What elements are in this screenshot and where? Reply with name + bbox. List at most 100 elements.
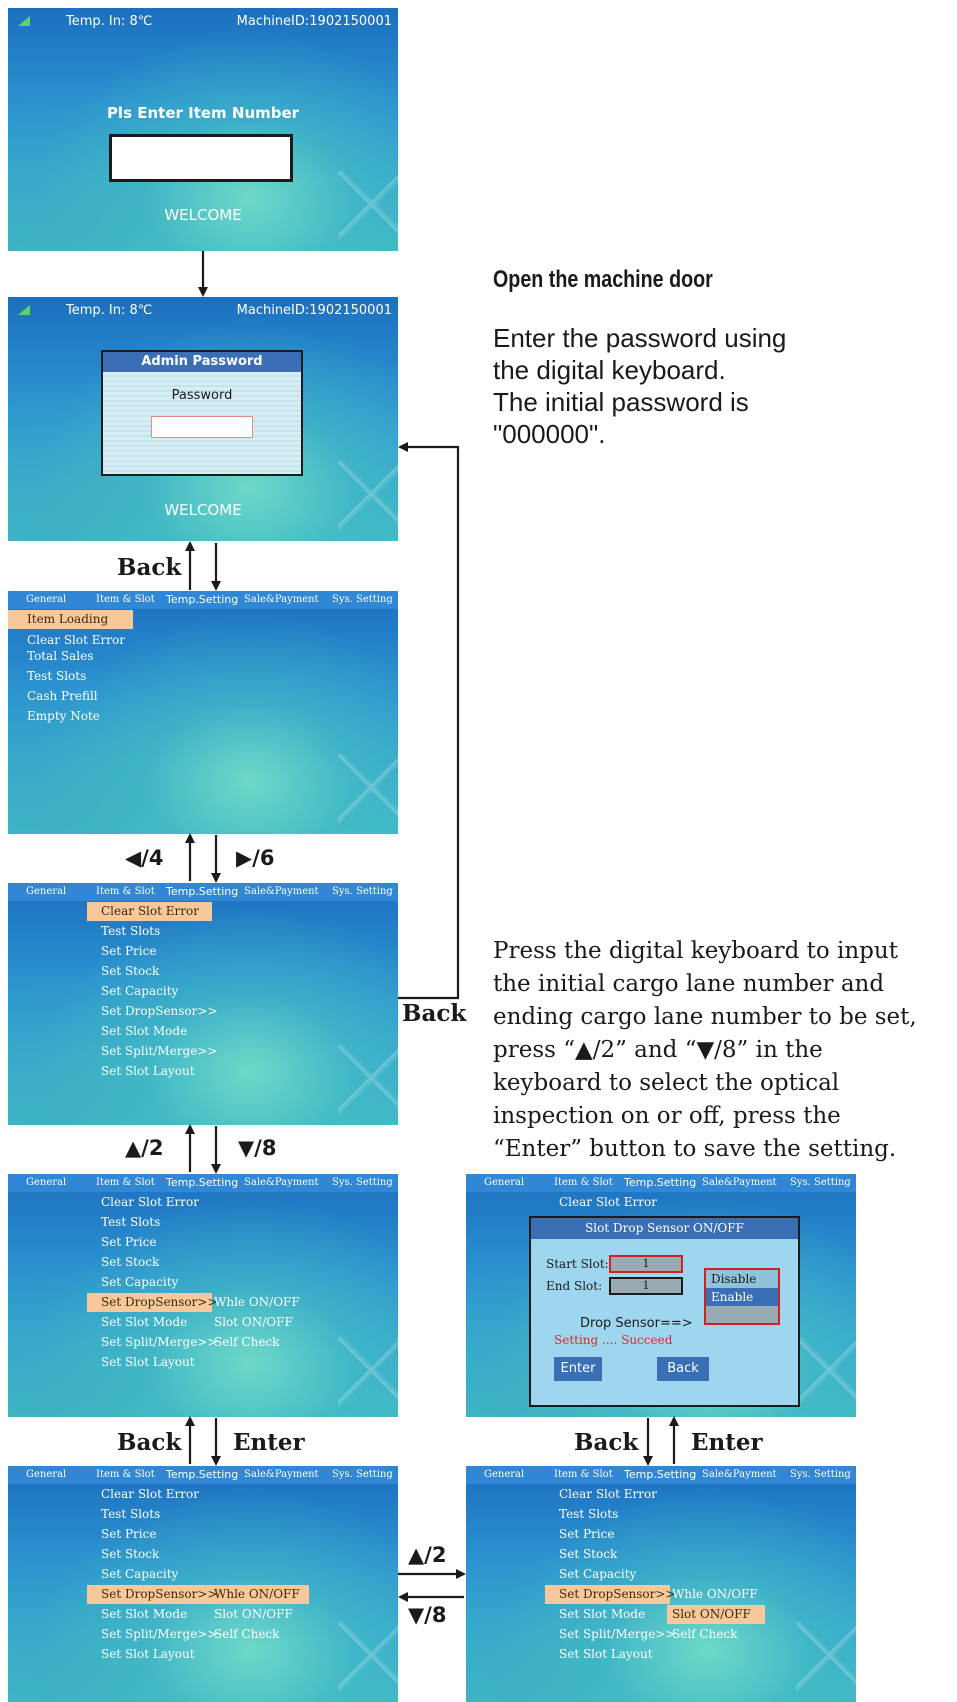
password-field[interactable]: [151, 416, 253, 438]
menu-item-set-slot-layout[interactable]: Set Slot Layout: [101, 1355, 195, 1369]
tab-general[interactable]: General: [26, 1469, 67, 1480]
tab-item-slot[interactable]: Item & Slot: [96, 886, 155, 897]
menu-item-set-capacity[interactable]: Set Capacity: [101, 984, 179, 998]
submenu-slot-onoff[interactable]: Slot ON/OFF: [214, 1607, 293, 1621]
menu-item-cash-prefill[interactable]: Cash Prefill: [27, 689, 98, 703]
tab-item-slot[interactable]: Item & Slot: [96, 1177, 155, 1188]
tab-sale-payment[interactable]: Sale&Payment: [702, 1177, 777, 1188]
menu-item-set-price[interactable]: Set Price: [101, 944, 157, 958]
menu-item-set-capacity[interactable]: Set Capacity: [101, 1275, 179, 1289]
menu-item-highlight: [8, 610, 133, 629]
end-slot-field[interactable]: 1: [609, 1277, 683, 1295]
tab-temp-setting[interactable]: Temp.Setting: [166, 1176, 239, 1189]
tab-general[interactable]: General: [26, 594, 67, 605]
tab-temp-setting[interactable]: Temp.Setting: [166, 593, 239, 606]
tab-item-slot[interactable]: Item & Slot: [96, 1469, 155, 1480]
sensor-option-list[interactable]: Disable Enable: [704, 1268, 780, 1325]
menu-item-clear-slot-error[interactable]: Clear Slot Error: [101, 904, 199, 918]
tab-temp-setting[interactable]: Temp.Setting: [624, 1468, 697, 1481]
menu-highlight: [545, 1585, 670, 1604]
submenu-whle-onoff[interactable]: Whle ON/OFF: [214, 1295, 300, 1309]
menu-item-set-slot-mode[interactable]: Set Slot Mode: [101, 1607, 188, 1621]
menu-item-clear-slot-error[interactable]: Clear Slot Error: [27, 633, 125, 647]
tab-sys-setting[interactable]: Sys. Setting: [790, 1177, 851, 1188]
menu-item-item-loading[interactable]: Item Loading: [27, 612, 109, 626]
submenu-whle-onoff[interactable]: Whle ON/OFF: [672, 1587, 758, 1601]
menu-item-set-capacity[interactable]: Set Capacity: [101, 1567, 179, 1581]
menu-item-set-slot-layout[interactable]: Set Slot Layout: [101, 1647, 195, 1661]
menu-item-set-split-merge[interactable]: Set Split/Merge>>: [559, 1627, 676, 1641]
tab-sale-payment[interactable]: Sale&Payment: [244, 594, 319, 605]
tab-sale-payment[interactable]: Sale&Payment: [244, 1469, 319, 1480]
tab-sale-payment[interactable]: Sale&Payment: [244, 886, 319, 897]
menu-item-total-sales[interactable]: Total Sales: [27, 649, 94, 663]
tab-temp-setting[interactable]: Temp.Setting: [166, 1468, 239, 1481]
menu-item-clear-slot-error[interactable]: Clear Slot Error: [559, 1195, 657, 1209]
menu-item-set-stock[interactable]: Set Stock: [559, 1547, 618, 1561]
menu-item-set-slot-layout[interactable]: Set Slot Layout: [559, 1647, 653, 1661]
tab-sys-setting[interactable]: Sys. Setting: [332, 1469, 393, 1480]
menu-item-clear-slot-error[interactable]: Clear Slot Error: [559, 1487, 657, 1501]
submenu-self-check[interactable]: Self Check: [672, 1627, 738, 1641]
tab-temp-setting[interactable]: Temp.Setting: [624, 1176, 697, 1189]
menu-item-clear-slot-error[interactable]: Clear Slot Error: [101, 1195, 199, 1209]
menu-item-empty-note[interactable]: Empty Note: [27, 709, 100, 723]
submenu-whle-onoff[interactable]: Whle ON/OFF: [214, 1587, 300, 1601]
menu-item-set-split-merge[interactable]: Set Split/Merge>>: [101, 1627, 218, 1641]
menu-item-test-slots[interactable]: Test Slots: [101, 1215, 161, 1229]
menu-item-set-stock[interactable]: Set Stock: [101, 1547, 160, 1561]
tab-general[interactable]: General: [484, 1177, 525, 1188]
dialog-title: Slot Drop Sensor ON/OFF: [531, 1218, 798, 1239]
tab-item-slot[interactable]: Item & Slot: [554, 1177, 613, 1188]
submenu-slot-onoff[interactable]: Slot ON/OFF: [672, 1607, 751, 1621]
menu-item-set-stock[interactable]: Set Stock: [101, 1255, 160, 1269]
menu-item-set-stock[interactable]: Set Stock: [101, 964, 160, 978]
tab-general[interactable]: General: [26, 1177, 67, 1188]
menu-item-set-slot-mode[interactable]: Set Slot Mode: [559, 1607, 646, 1621]
start-slot-label: Start Slot:: [546, 1257, 609, 1271]
option-empty[interactable]: [706, 1306, 778, 1323]
start-slot-field[interactable]: 1: [609, 1255, 683, 1273]
menu-item-set-dropsensor[interactable]: Set DropSensor>>: [101, 1004, 218, 1018]
menu-item-set-slot-layout[interactable]: Set Slot Layout: [101, 1064, 195, 1078]
menu-item-set-price[interactable]: Set Price: [101, 1235, 157, 1249]
menu-item-set-capacity[interactable]: Set Capacity: [559, 1567, 637, 1581]
tab-sys-setting[interactable]: Sys. Setting: [332, 594, 393, 605]
menu-item-set-split-merge[interactable]: Set Split/Merge>>: [101, 1044, 218, 1058]
tab-item-slot[interactable]: Item & Slot: [96, 594, 155, 605]
annotation-open-door: Open the machine door: [493, 266, 713, 293]
menu-item-test-slots[interactable]: Test Slots: [27, 669, 87, 683]
screen-admin-password: Temp. In: 8℃ MachineID:1902150001 Admin …: [8, 297, 398, 541]
tab-sys-setting[interactable]: Sys. Setting: [332, 1177, 393, 1188]
item-number-field[interactable]: [109, 134, 293, 182]
setting-status: Setting .... Succeed: [554, 1333, 673, 1347]
menu-item-set-price[interactable]: Set Price: [101, 1527, 157, 1541]
menu-item-test-slots[interactable]: Test Slots: [101, 1507, 161, 1521]
tab-sale-payment[interactable]: Sale&Payment: [244, 1177, 319, 1188]
menu-item-test-slots[interactable]: Test Slots: [101, 924, 161, 938]
menu-item-set-dropsensor[interactable]: Set DropSensor>>: [101, 1587, 218, 1601]
menu-item-set-split-merge[interactable]: Set Split/Merge>>: [101, 1335, 218, 1349]
option-enable[interactable]: Enable: [706, 1288, 778, 1306]
drop-sensor-dialog: Slot Drop Sensor ON/OFF Start Slot: 1 En…: [529, 1216, 800, 1407]
tab-sale-payment[interactable]: Sale&Payment: [702, 1469, 777, 1480]
option-disable[interactable]: Disable: [711, 1272, 757, 1286]
menu-item-clear-slot-error[interactable]: Clear Slot Error: [101, 1487, 199, 1501]
tab-temp-setting[interactable]: Temp.Setting: [166, 885, 239, 898]
menu-item-set-dropsensor[interactable]: Set DropSensor>>: [559, 1587, 676, 1601]
tab-sys-setting[interactable]: Sys. Setting: [790, 1469, 851, 1480]
menu-item-set-dropsensor[interactable]: Set DropSensor>>: [101, 1295, 218, 1309]
menu-item-set-slot-mode[interactable]: Set Slot Mode: [101, 1024, 188, 1038]
back-button[interactable]: Back: [657, 1357, 709, 1381]
tab-sys-setting[interactable]: Sys. Setting: [332, 886, 393, 897]
submenu-self-check[interactable]: Self Check: [214, 1627, 280, 1641]
submenu-self-check[interactable]: Self Check: [214, 1335, 280, 1349]
tab-general[interactable]: General: [26, 886, 67, 897]
menu-item-test-slots[interactable]: Test Slots: [559, 1507, 619, 1521]
tab-item-slot[interactable]: Item & Slot: [554, 1469, 613, 1480]
menu-item-set-slot-mode[interactable]: Set Slot Mode: [101, 1315, 188, 1329]
enter-button[interactable]: Enter: [554, 1357, 602, 1381]
menu-item-set-price[interactable]: Set Price: [559, 1527, 615, 1541]
tab-general[interactable]: General: [484, 1469, 525, 1480]
submenu-slot-onoff[interactable]: Slot ON/OFF: [214, 1315, 293, 1329]
